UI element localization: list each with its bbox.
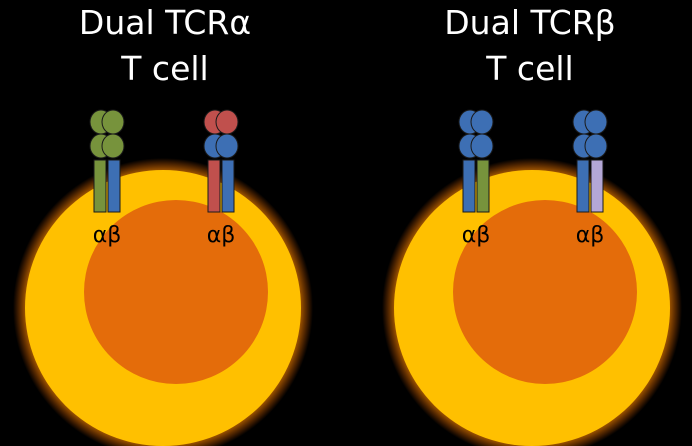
receptor-label: αβ bbox=[462, 223, 491, 248]
title-line-1: Dual TCRα bbox=[78, 3, 252, 42]
chain-left bbox=[462, 159, 476, 213]
chain-right bbox=[221, 159, 235, 213]
variable-domain-upper bbox=[572, 109, 608, 135]
variable-domain-lower bbox=[203, 133, 239, 159]
title-line-1: Dual TCRβ bbox=[444, 3, 616, 42]
variable-domain-upper-right bbox=[215, 109, 239, 135]
receptor-label: αβ bbox=[207, 223, 236, 248]
tcr-receptor: αβ bbox=[89, 109, 125, 248]
chain-left bbox=[93, 159, 107, 213]
variable-domain-upper-right bbox=[470, 109, 494, 135]
variable-domain-lower-right bbox=[215, 133, 239, 159]
variable-domain-upper bbox=[458, 109, 494, 135]
variable-domain-lower bbox=[458, 133, 494, 159]
variable-domain-lower bbox=[89, 133, 125, 159]
variable-domain-upper bbox=[203, 109, 239, 135]
variable-domain-lower-right bbox=[470, 133, 494, 159]
title-line-2: T cell bbox=[486, 49, 574, 88]
receptor-label: αβ bbox=[576, 223, 605, 248]
variable-domain-lower-right bbox=[101, 133, 125, 159]
panel-title-dual-tcr-beta: Dual TCRβ T cell bbox=[400, 0, 660, 92]
cell-nucleus bbox=[453, 200, 637, 384]
panel-title-dual-tcr-alpha: Dual TCRα T cell bbox=[35, 0, 295, 92]
cell-dual-tcr-alpha bbox=[13, 158, 313, 446]
chain-left bbox=[576, 159, 590, 213]
chain-right bbox=[107, 159, 121, 213]
variable-domain-lower bbox=[572, 133, 608, 159]
tcr-receptor: αβ bbox=[458, 109, 494, 248]
variable-domain-upper-right bbox=[584, 109, 608, 135]
tcr-receptor: αβ bbox=[203, 109, 239, 248]
variable-domain-upper-right bbox=[101, 109, 125, 135]
receptor-label: αβ bbox=[93, 223, 122, 248]
chain-right bbox=[590, 159, 604, 213]
chain-right bbox=[476, 159, 490, 213]
title-line-2: T cell bbox=[121, 49, 209, 88]
variable-domain-lower-right bbox=[584, 133, 608, 159]
cell-dual-tcr-beta bbox=[382, 158, 682, 446]
tcr-receptor: αβ bbox=[572, 109, 608, 248]
cell-nucleus bbox=[84, 200, 268, 384]
chain-left bbox=[207, 159, 221, 213]
variable-domain-upper bbox=[89, 109, 125, 135]
